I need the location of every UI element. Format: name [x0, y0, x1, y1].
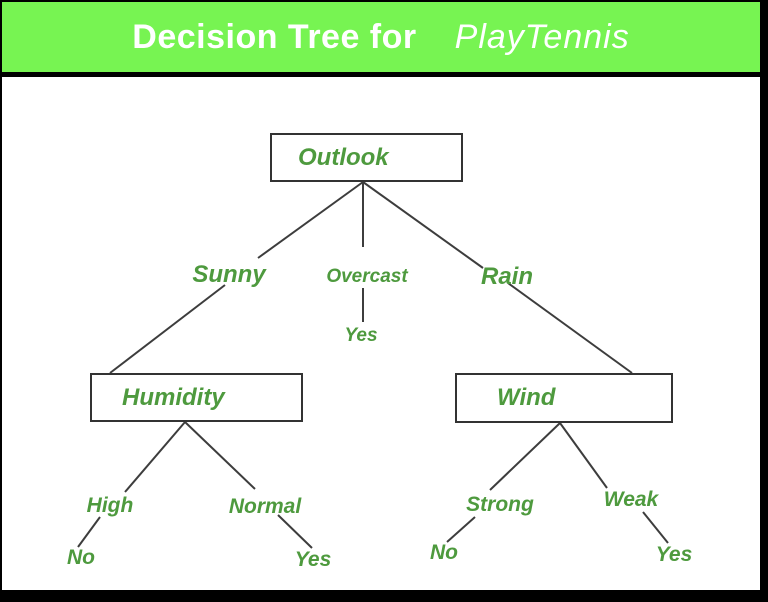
edge-strong-no	[446, 516, 476, 543]
leaf-label-weak-yes: Yes	[655, 543, 693, 566]
edge-high-no	[77, 516, 101, 548]
node-humidity: Humidity	[90, 373, 303, 422]
edge-sunny-humidity	[109, 284, 226, 374]
branch-label-strong: Strong	[466, 493, 534, 516]
edge-wind-weak	[559, 422, 608, 489]
edge-wind-strong	[489, 422, 561, 491]
branch-label-overcast: Overcast	[326, 266, 408, 287]
title-banner: Decision Tree for PlayTennis	[2, 2, 760, 72]
node-wind-label: Wind	[497, 384, 556, 411]
edge-humidity-high	[124, 421, 186, 493]
leaf-label-strong-no: No	[430, 541, 458, 564]
leaf-label-overcast-yes: Yes	[344, 325, 378, 346]
node-humidity-label: Humidity	[122, 383, 225, 411]
title-dataset-name: PlayTennis	[454, 17, 630, 56]
edge-weak-yes	[642, 511, 669, 544]
edge-rain-wind	[507, 282, 633, 374]
branch-label-sunny: Sunny	[192, 261, 266, 288]
branch-label-normal: Normal	[228, 495, 302, 518]
node-outlook: Outlook	[270, 133, 463, 182]
node-outlook-label: Outlook	[298, 143, 389, 171]
node-wind: Wind	[455, 373, 673, 423]
tree-edges	[77, 181, 669, 549]
title-text: Decision Tree for	[132, 17, 417, 56]
leaf-label-high-no: No	[67, 546, 95, 569]
edge-normal-yes	[277, 514, 313, 549]
leaf-label-normal-yes: Yes	[294, 548, 332, 571]
branch-label-rain: Rain	[480, 263, 534, 290]
edge-outlook-sunny	[257, 181, 364, 259]
branch-label-high: High	[86, 494, 134, 517]
branch-label-weak: Weak	[603, 488, 659, 511]
tree-canvas: Outlook Humidity Wind Sunny Overcast Rai…	[2, 77, 760, 590]
edge-humidity-normal	[184, 421, 256, 490]
edge-outlook-rain	[362, 181, 484, 269]
